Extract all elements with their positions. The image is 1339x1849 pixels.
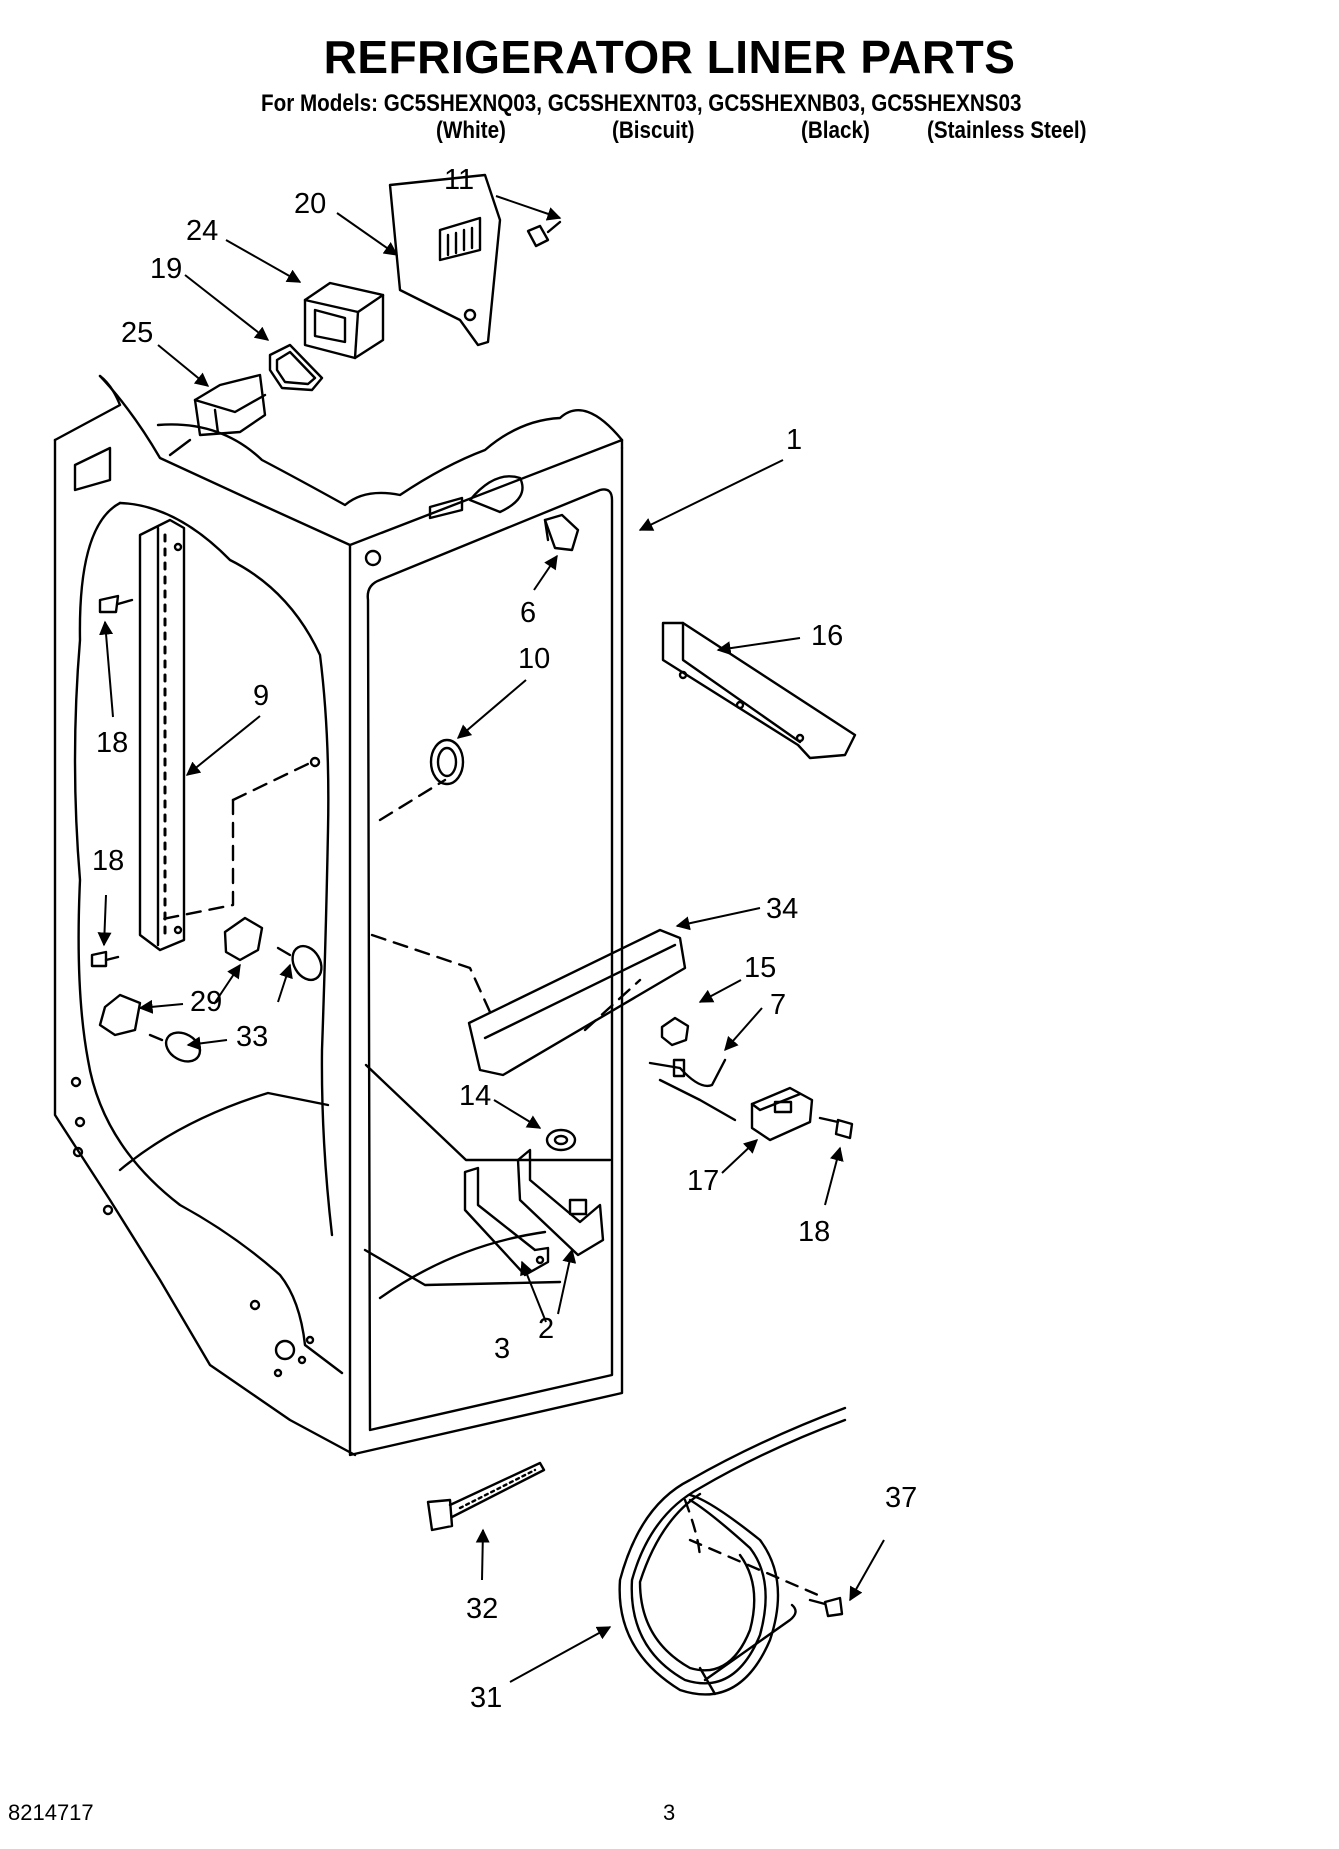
callout-20: 20 xyxy=(294,188,326,220)
page-number: 3 xyxy=(663,1800,676,1825)
grommet-part-14 xyxy=(545,1128,577,1152)
models-line: For Models: GC5SHEXNQ03, GC5SHEXNT03, GC… xyxy=(261,90,1022,117)
callout-16: 16 xyxy=(811,620,843,652)
callout-37: 37 xyxy=(885,1482,917,1514)
bracket-part-2 xyxy=(516,1148,605,1257)
callout-14: 14 xyxy=(459,1080,491,1112)
callout-1: 1 xyxy=(786,424,802,456)
document-number: 8214717 xyxy=(8,1800,94,1825)
callout-2: 2 xyxy=(538,1313,554,1345)
callout-19: 19 xyxy=(150,253,182,285)
callout-7: 7 xyxy=(770,989,786,1021)
callout-10: 10 xyxy=(518,643,550,675)
callout-9: 9 xyxy=(253,680,269,712)
callout-34: 34 xyxy=(766,893,798,925)
callout-11: 11 xyxy=(444,164,474,196)
crossbar-part-34 xyxy=(467,928,687,1077)
screw-part-11 xyxy=(526,220,562,248)
callout-32: 32 xyxy=(466,1593,498,1625)
liner-cabinet xyxy=(53,374,642,1457)
callout-labels: 11 20 24 19 25 1 6 16 10 9 18 18 34 15 7… xyxy=(92,164,917,1714)
screw-part-18-top xyxy=(98,594,134,614)
leader-lines xyxy=(97,195,885,1683)
callout-18-right: 18 xyxy=(798,1216,830,1248)
callout-15: 15 xyxy=(744,952,776,984)
page-title: REFRIGERATOR LINER PARTS xyxy=(323,31,1016,83)
callout-24: 24 xyxy=(186,215,218,247)
callout-31: 31 xyxy=(470,1682,502,1714)
clip-part-15 xyxy=(660,1016,690,1047)
callout-18-top: 18 xyxy=(96,727,128,759)
cap-part-10 xyxy=(429,738,465,786)
lamp-socket-part-29 xyxy=(98,916,264,1037)
variant-black: (Black) xyxy=(801,117,870,144)
callout-29: 29 xyxy=(190,986,222,1018)
screw-part-18-bottom xyxy=(90,950,120,968)
variant-white: (White) xyxy=(436,117,506,144)
clip-part-6 xyxy=(543,513,580,552)
housing-part-20 xyxy=(388,173,502,347)
callout-18-bottom: 18 xyxy=(92,845,124,877)
light-bulb-part-33 xyxy=(148,944,323,1063)
screw-part-37 xyxy=(808,1596,844,1618)
variant-biscuit: (Biscuit) xyxy=(612,117,695,144)
callout-3: 3 xyxy=(494,1333,510,1365)
switch-part-17 xyxy=(750,1086,814,1142)
screw-part-18-right xyxy=(818,1116,854,1140)
channel-part-16 xyxy=(661,621,857,760)
callout-25: 25 xyxy=(121,317,153,349)
housing-part-24 xyxy=(303,281,385,360)
callout-6: 6 xyxy=(520,597,536,629)
shelf-rail-part-9 xyxy=(138,518,186,952)
callout-17: 17 xyxy=(687,1165,719,1197)
variant-stainless: (Stainless Steel) xyxy=(927,117,1087,144)
wire-harness-part-7 xyxy=(648,1058,737,1122)
cable-tie-part-32 xyxy=(426,1461,546,1532)
gasket-part-19 xyxy=(268,343,324,392)
callout-33: 33 xyxy=(236,1021,268,1053)
damper-part-25 xyxy=(168,373,267,457)
coiled-tube-part-31 xyxy=(618,1406,847,1696)
bracket-part-3 xyxy=(463,1166,550,1277)
